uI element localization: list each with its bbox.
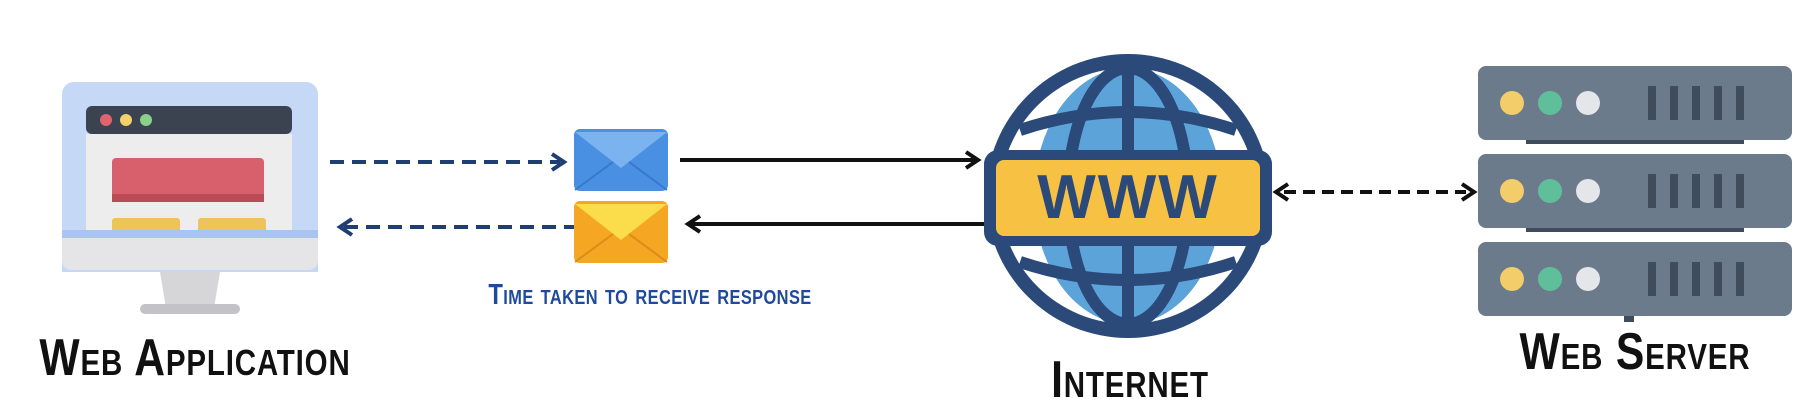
request-solid-arrow [680,150,982,170]
globe-www-icon [984,54,1272,338]
request-dashed-arrow [330,152,568,172]
response-solid-arrow [684,214,986,234]
server-rack-icon [1478,66,1792,322]
web-server-label: Web Server [1519,323,1751,381]
internet-server-dashed-arrow [1272,182,1478,202]
monitor-icon [62,82,318,314]
response-dashed-arrow [336,217,574,237]
web-application-label: Web Application [39,329,351,387]
response-time-caption: Time taken to receive response [488,279,812,311]
internet-label: Internet [1051,351,1209,409]
envelope-blue-icon [574,129,668,191]
envelope-yellow-icon [574,201,668,263]
globe-www-text: WWW [1037,163,1219,232]
